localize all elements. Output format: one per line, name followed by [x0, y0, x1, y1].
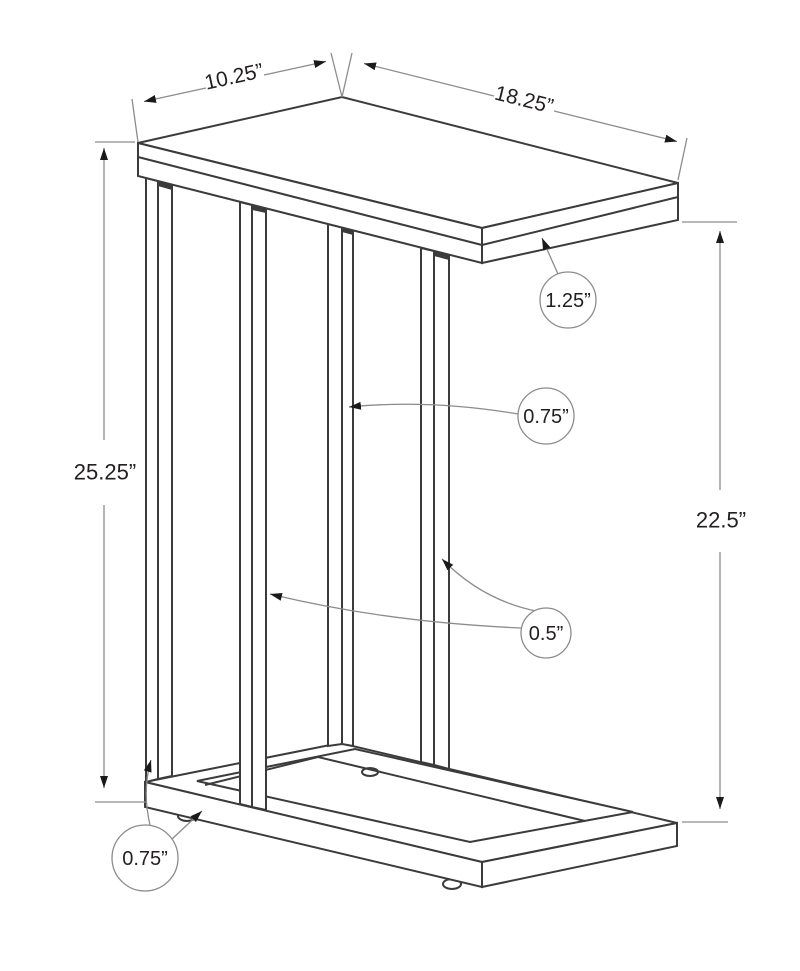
leg-face: [157, 179, 173, 781]
dim-top-depth: 10.25”: [143, 59, 327, 103]
leg-back-right: [420, 246, 450, 771]
leg-face: [251, 203, 267, 812]
foot-back: [361, 767, 379, 777]
tabletop: [137, 95, 679, 265]
dim-overall-height: 25.25”: [74, 148, 136, 788]
extension-line: [677, 137, 688, 181]
extension-line: [330, 52, 343, 98]
callout-leg-tube-width: 0.5”: [269, 558, 572, 659]
callout-bubble: [111, 824, 179, 892]
callout-top-thickness: 1.25”: [539, 237, 597, 329]
dim-label-overall-height: 25.25”: [74, 460, 136, 485]
dimension-line: [363, 62, 495, 97]
leg-front-right: [239, 200, 267, 812]
leg-top-cap: [158, 181, 172, 190]
leg-back-left: [327, 222, 354, 748]
callout-leg-tube-depth: 0.75”: [348, 387, 575, 445]
tabletop-edge-band-line: [137, 156, 483, 246]
dim-label-underside-clearance: 22.5”: [696, 508, 746, 533]
legs: [145, 176, 450, 812]
callout-bubble: [517, 387, 575, 445]
dim-underside-clearance: 22.5”: [696, 231, 746, 809]
dim-label-leg-tube-width: 0.5”: [529, 623, 563, 645]
callout-bubble: [520, 607, 572, 659]
leg-face: [420, 246, 435, 767]
tabletop-right-face: [481, 181, 679, 265]
leg-front-left: [145, 176, 173, 784]
leader-line: [269, 592, 522, 629]
base-frame: [144, 741, 678, 890]
dim-label-base-tube-thickness: 0.75”: [122, 848, 168, 870]
leg-face: [327, 222, 343, 748]
extension-line: [341, 52, 353, 98]
base-front-right-face: [481, 821, 678, 889]
leg-top-cap: [434, 251, 449, 260]
leader-line: [171, 810, 203, 840]
callout-base-tube-thickness: 0.75”: [111, 759, 203, 892]
leg-face: [239, 200, 253, 809]
callout-bubble: [539, 271, 597, 329]
leg-top-cap: [252, 205, 266, 213]
leg-face: [341, 225, 354, 748]
dim-label-top-length: 18.25”: [492, 82, 555, 119]
base-inner-opening: [196, 747, 634, 844]
extension-line: [131, 98, 139, 143]
dimension-line: [143, 87, 207, 103]
dimension-line: [263, 60, 327, 76]
dimension-line: [553, 110, 678, 143]
leg-face: [145, 176, 159, 784]
leader-line: [441, 558, 537, 612]
leg-face: [433, 249, 450, 771]
leader-line: [348, 401, 519, 415]
dim-label-leg-tube-depth: 0.75”: [523, 406, 569, 428]
leader-line: [541, 237, 559, 275]
dim-label-top-depth: 10.25”: [202, 59, 265, 94]
dim-label-top-thickness: 1.25”: [545, 290, 591, 312]
tabletop-edge-band-line: [481, 196, 679, 246]
leader-line: [143, 759, 152, 826]
